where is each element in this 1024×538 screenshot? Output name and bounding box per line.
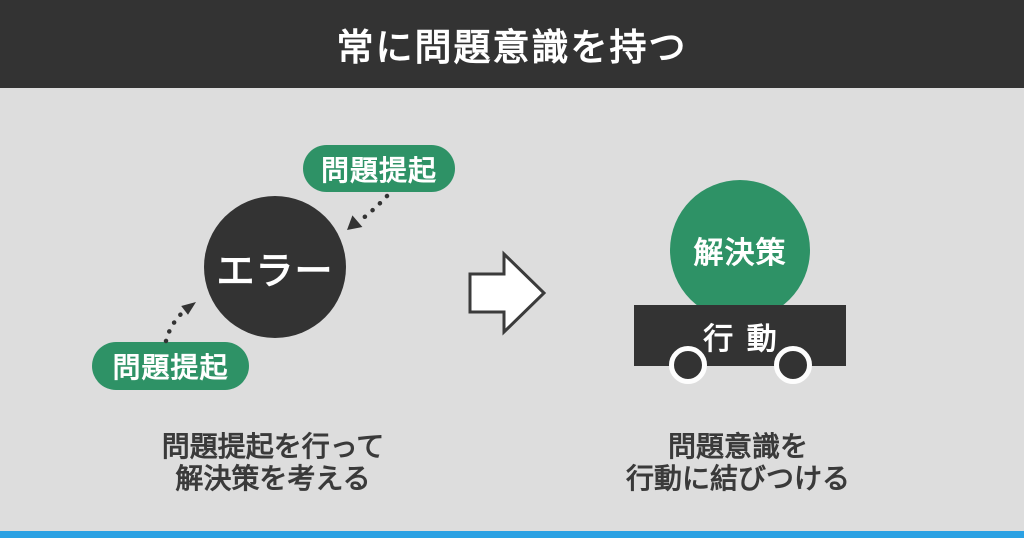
solution-circle: 解決策 [670, 180, 810, 320]
action-cart-box: 行動 [634, 305, 846, 366]
error-circle-label: エラー [216, 250, 334, 293]
caption-right-line2: 行動に結びつける [625, 463, 850, 494]
error-circle: エラー [204, 196, 346, 338]
caption-left: 問題提起を行って 解決策を考える [113, 431, 433, 495]
cart-wheel-left-icon [669, 346, 707, 384]
footer-accent-bar [0, 531, 1024, 538]
problem-raising-badge-top: 問題提起 [303, 145, 455, 192]
problem-raising-badge-bottom: 問題提起 [92, 342, 249, 390]
transform-arrow-icon [468, 250, 547, 336]
solution-circle-label: 解決策 [693, 237, 787, 270]
problem-raising-badge-bottom-label: 問題提起 [112, 352, 229, 383]
cart-wheel-right-icon [774, 346, 812, 384]
caption-left-line1: 問題提起を行って [161, 431, 385, 462]
action-cart-label: 行動 [703, 322, 791, 356]
dotted-arrow-top-icon [347, 193, 390, 230]
header-bar: 常に問題意識を持つ [0, 0, 1024, 88]
caption-left-line2: 解決策を考える [175, 463, 371, 494]
dotted-arrow-bottom-icon [163, 302, 196, 344]
page-title: 常に問題意識を持つ [336, 27, 688, 68]
problem-raising-badge-top-label: 問題提起 [320, 154, 437, 186]
caption-right-line1: 問題意識を [667, 431, 808, 462]
caption-right: 問題意識を 行動に結びつける [578, 431, 898, 495]
